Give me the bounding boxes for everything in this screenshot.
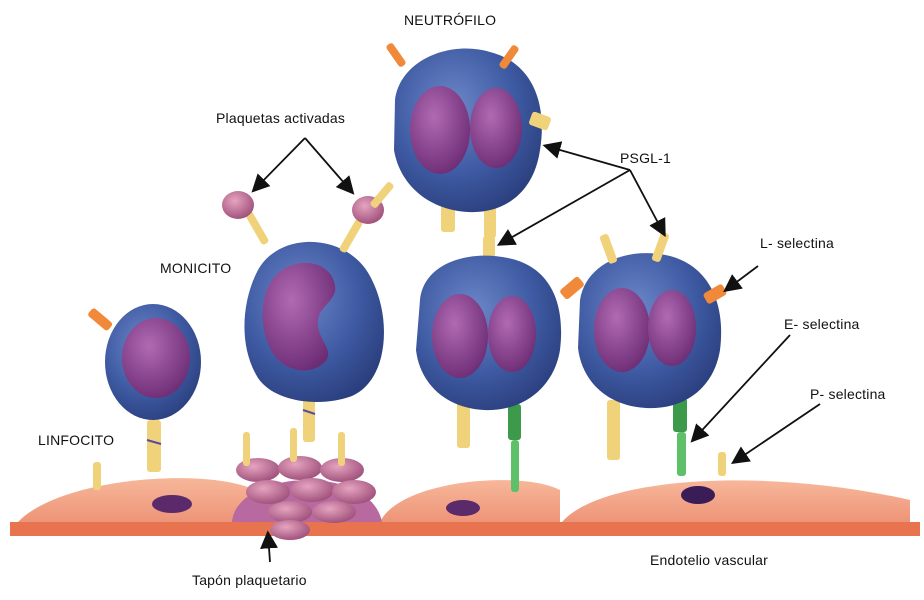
neutrophil-middle <box>416 236 561 492</box>
endothelial-cell-4 <box>562 480 910 522</box>
monocyte-cell <box>222 181 395 442</box>
endothelium <box>10 478 920 536</box>
neutrophil-right <box>559 232 728 476</box>
endothelial-nucleus <box>446 500 480 516</box>
neutrophil-top <box>385 42 552 238</box>
endothelial-cell-1 <box>18 478 250 522</box>
label-neutrofilo: NEUTRÓFILO <box>404 12 496 28</box>
label-e-selectina: E- selectina <box>784 316 860 332</box>
activated-platelet <box>222 191 254 219</box>
label-linfocito: LINFOCITO <box>38 432 114 448</box>
p-selectina-receptor <box>718 452 726 476</box>
basement-membrane <box>10 522 920 536</box>
label-monicito: MONICITO <box>160 260 231 276</box>
endothelial-nucleus <box>152 495 192 513</box>
label-p-selectina: P- selectina <box>810 386 886 402</box>
endothelial-nucleus <box>681 486 715 504</box>
label-plaquetas-activadas: Plaquetas activadas <box>216 110 345 126</box>
label-psgl-1: PSGL-1 <box>620 150 671 166</box>
label-l-selectina: L- selectina <box>760 235 834 251</box>
label-endotelio-vascular: Endotelio vascular <box>650 552 768 568</box>
label-tapon-plaquetario: Tapón plaquetario <box>192 572 307 588</box>
